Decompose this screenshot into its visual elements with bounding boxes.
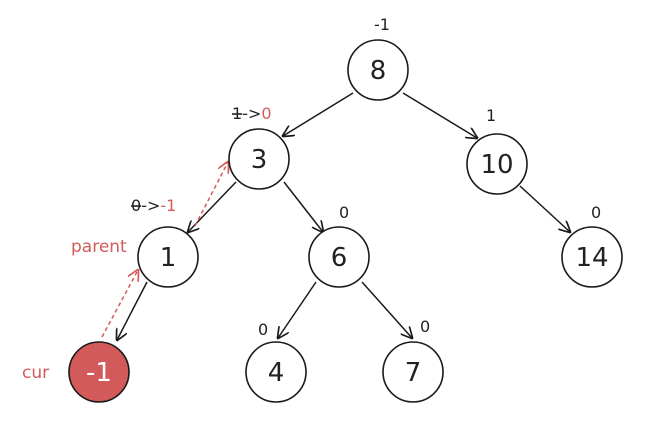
node-8: 8 bbox=[347, 39, 409, 101]
balance-factor-old: 0 bbox=[131, 196, 141, 215]
balance-factor-arrow: -> bbox=[242, 104, 261, 123]
balance-factor-7: 0 bbox=[420, 317, 430, 336]
node-label: 14 bbox=[575, 243, 608, 273]
edge-10-14 bbox=[519, 185, 570, 232]
balance-factor-14: 0 bbox=[591, 203, 601, 222]
balance-factor-new: -1 bbox=[160, 196, 176, 215]
balance-factor-old: 1 bbox=[232, 104, 242, 123]
balance-factor-4: 0 bbox=[258, 320, 268, 339]
edge-6-7 bbox=[361, 281, 412, 338]
node-6: 6 bbox=[308, 226, 370, 288]
balance-factor-10: 1 bbox=[486, 106, 496, 125]
node-10: 10 bbox=[466, 133, 528, 195]
balance-factor-8: -1 bbox=[374, 15, 390, 34]
node-label: 7 bbox=[405, 358, 422, 388]
node-1: 1 bbox=[137, 226, 199, 288]
node-14: 14 bbox=[561, 226, 623, 288]
balance-factor-new: 0 bbox=[261, 104, 271, 123]
node-label: 6 bbox=[331, 243, 348, 273]
dashed-arrow-1-to-3 bbox=[194, 162, 228, 227]
cur-label: cur bbox=[22, 363, 49, 383]
dashed-arrow-cur-to-1 bbox=[101, 270, 138, 338]
node-label: 4 bbox=[268, 358, 285, 388]
edge-8-10 bbox=[402, 92, 477, 138]
balance-factor-3-change: 1->0 bbox=[232, 104, 272, 123]
edge-3-6 bbox=[283, 181, 323, 232]
node-label: 10 bbox=[480, 150, 513, 180]
edge-1-neg1 bbox=[117, 281, 148, 340]
node-4: 4 bbox=[245, 341, 307, 403]
node-label: 8 bbox=[370, 56, 387, 86]
edge-8-3 bbox=[283, 92, 354, 136]
balance-factor-arrow: -> bbox=[141, 196, 160, 215]
node-3: 3 bbox=[228, 128, 290, 190]
edge-6-4 bbox=[278, 281, 317, 338]
node-label: -1 bbox=[86, 358, 112, 388]
parent-label: parent bbox=[71, 237, 127, 257]
balance-factor-6: 0 bbox=[339, 203, 349, 222]
node-7: 7 bbox=[382, 341, 444, 403]
node-label: 1 bbox=[160, 243, 177, 273]
balance-factor-1-change: 0->-1 bbox=[131, 196, 176, 215]
node-label: 3 bbox=[251, 145, 268, 175]
node-neg1-current: -1 bbox=[68, 341, 130, 403]
